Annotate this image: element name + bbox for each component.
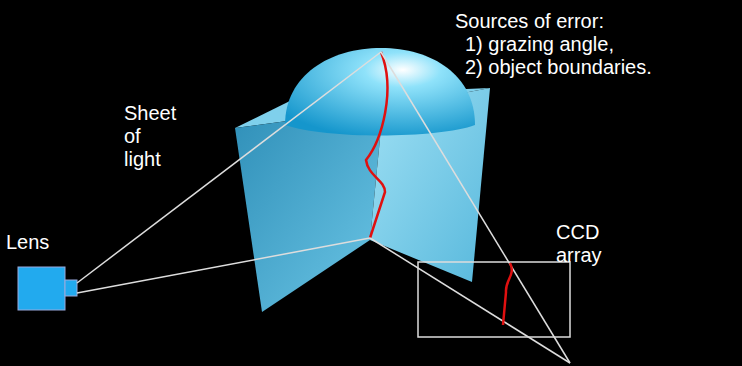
lens-body — [18, 267, 65, 310]
lens-barrel — [65, 280, 77, 296]
light-stripe — [366, 52, 387, 238]
note-heading: Sources of error: — [455, 10, 604, 33]
ccd-stripe-image — [503, 263, 512, 325]
view-ray — [381, 52, 570, 363]
light-sheet-edge — [77, 238, 370, 293]
view-ray — [370, 238, 570, 363]
hemisphere — [285, 48, 475, 136]
note-item: 2) object boundaries. — [465, 56, 652, 79]
part-label: Sheet of light — [124, 102, 180, 171]
ccd-array — [418, 262, 570, 337]
cube-left-face — [235, 108, 383, 312]
part-label: CCD array — [556, 221, 610, 267]
light-sheet-edge — [77, 52, 381, 283]
note-item: 1) grazing angle, — [465, 33, 614, 56]
part-label: Lens — [6, 231, 49, 254]
